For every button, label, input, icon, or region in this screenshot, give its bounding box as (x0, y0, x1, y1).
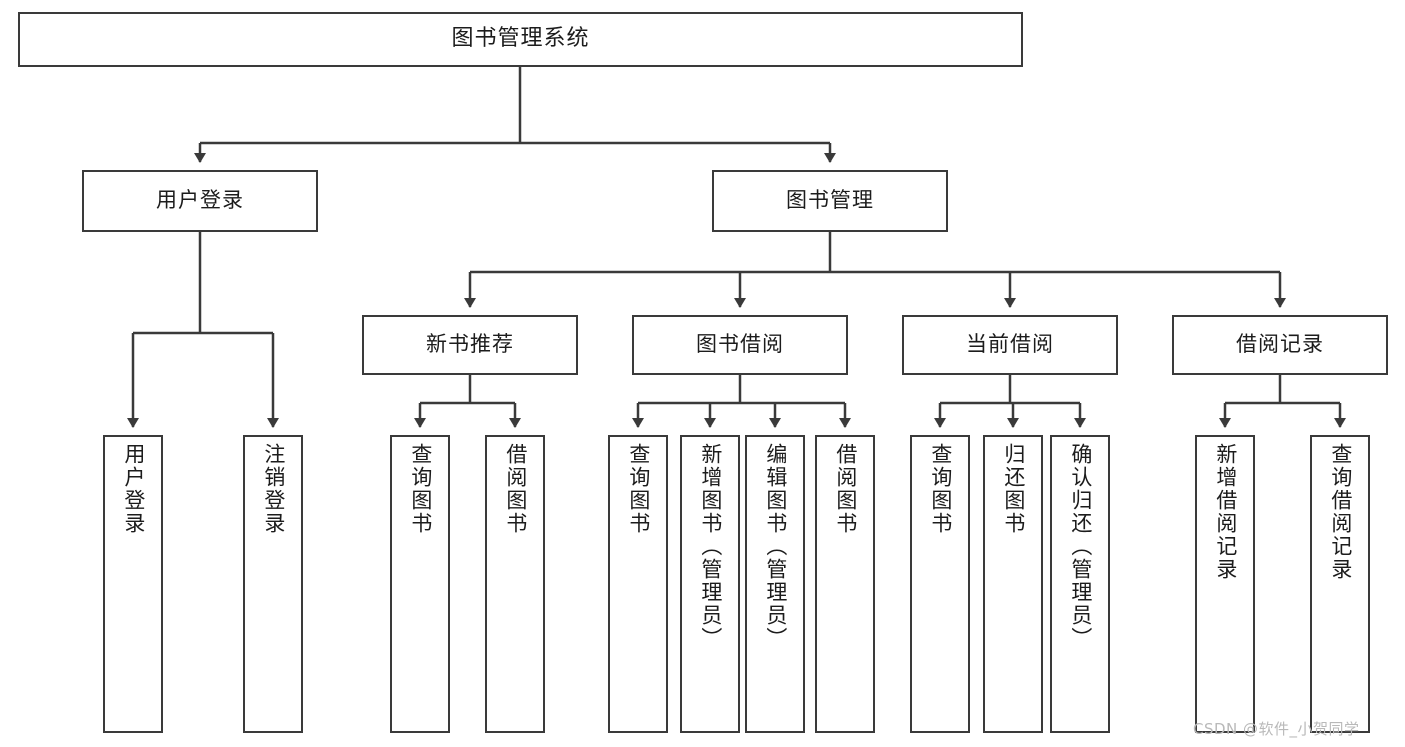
node-leaf-add-record[interactable]: 新增借阅记录 (1195, 435, 1255, 733)
node-leaf-edit-book-label: 编辑图书（管理员） (763, 443, 788, 650)
node-leaf-query-record[interactable]: 查询借阅记录 (1310, 435, 1370, 733)
node-new-book-rec-label: 新书推荐 (426, 332, 514, 357)
node-leaf-user-logout-label: 注销登录 (261, 443, 286, 535)
borrow-record-subtree-connectors (1219, 375, 1346, 428)
current-borrow-subtree-connectors (934, 375, 1086, 428)
node-current-borrow[interactable]: 当前借阅 (902, 315, 1118, 375)
node-leaf-query-book-2[interactable]: 查询图书 (608, 435, 668, 733)
node-leaf-user-login[interactable]: 用户登录 (103, 435, 163, 733)
node-leaf-edit-book[interactable]: 编辑图书（管理员） (745, 435, 805, 733)
node-leaf-borrow-book-2[interactable]: 借阅图书 (815, 435, 875, 733)
node-book-borrow[interactable]: 图书借阅 (632, 315, 848, 375)
csdn-watermark: CSDN @软件_小贺同学 (1193, 720, 1360, 738)
node-leaf-add-record-label: 新增借阅记录 (1213, 443, 1238, 581)
node-leaf-borrow-book-1[interactable]: 借阅图书 (485, 435, 545, 733)
node-leaf-add-book[interactable]: 新增图书（管理员） (680, 435, 740, 733)
node-book-borrow-label: 图书借阅 (696, 332, 784, 357)
book-manage-subtree-connectors (464, 232, 1286, 308)
node-book-manage[interactable]: 图书管理 (712, 170, 948, 232)
new-book-rec-subtree-connectors (414, 375, 521, 428)
user-login-subtree-connectors (127, 232, 279, 428)
node-leaf-query-book-2-label: 查询图书 (626, 443, 651, 535)
node-leaf-return-book[interactable]: 归还图书 (983, 435, 1043, 733)
node-leaf-query-book-3[interactable]: 查询图书 (910, 435, 970, 733)
root-to-level2-connectors (194, 67, 836, 163)
node-leaf-return-book-label: 归还图书 (1001, 443, 1026, 535)
node-user-login[interactable]: 用户登录 (82, 170, 318, 232)
node-leaf-confirm-return[interactable]: 确认归还（管理员） (1050, 435, 1110, 733)
node-leaf-query-record-label: 查询借阅记录 (1328, 443, 1353, 581)
node-leaf-query-book-1[interactable]: 查询图书 (390, 435, 450, 733)
node-root[interactable]: 图书管理系统 (18, 12, 1023, 67)
node-leaf-query-book-3-label: 查询图书 (928, 443, 953, 535)
node-leaf-user-login-label: 用户登录 (121, 443, 146, 535)
node-leaf-borrow-book-2-label: 借阅图书 (833, 443, 858, 535)
node-current-borrow-label: 当前借阅 (966, 332, 1054, 357)
node-user-login-label: 用户登录 (156, 188, 244, 213)
node-leaf-confirm-return-label: 确认归还（管理员） (1068, 443, 1093, 650)
node-borrow-record[interactable]: 借阅记录 (1172, 315, 1388, 375)
node-leaf-borrow-book-1-label: 借阅图书 (503, 443, 528, 535)
node-leaf-user-logout[interactable]: 注销登录 (243, 435, 303, 733)
node-new-book-rec[interactable]: 新书推荐 (362, 315, 578, 375)
node-leaf-query-book-1-label: 查询图书 (408, 443, 433, 535)
book-borrow-subtree-connectors (632, 375, 851, 428)
node-book-manage-label: 图书管理 (786, 188, 874, 213)
node-root-label: 图书管理系统 (451, 26, 590, 52)
node-leaf-add-book-label: 新增图书（管理员） (698, 443, 723, 650)
node-borrow-record-label: 借阅记录 (1236, 332, 1324, 357)
